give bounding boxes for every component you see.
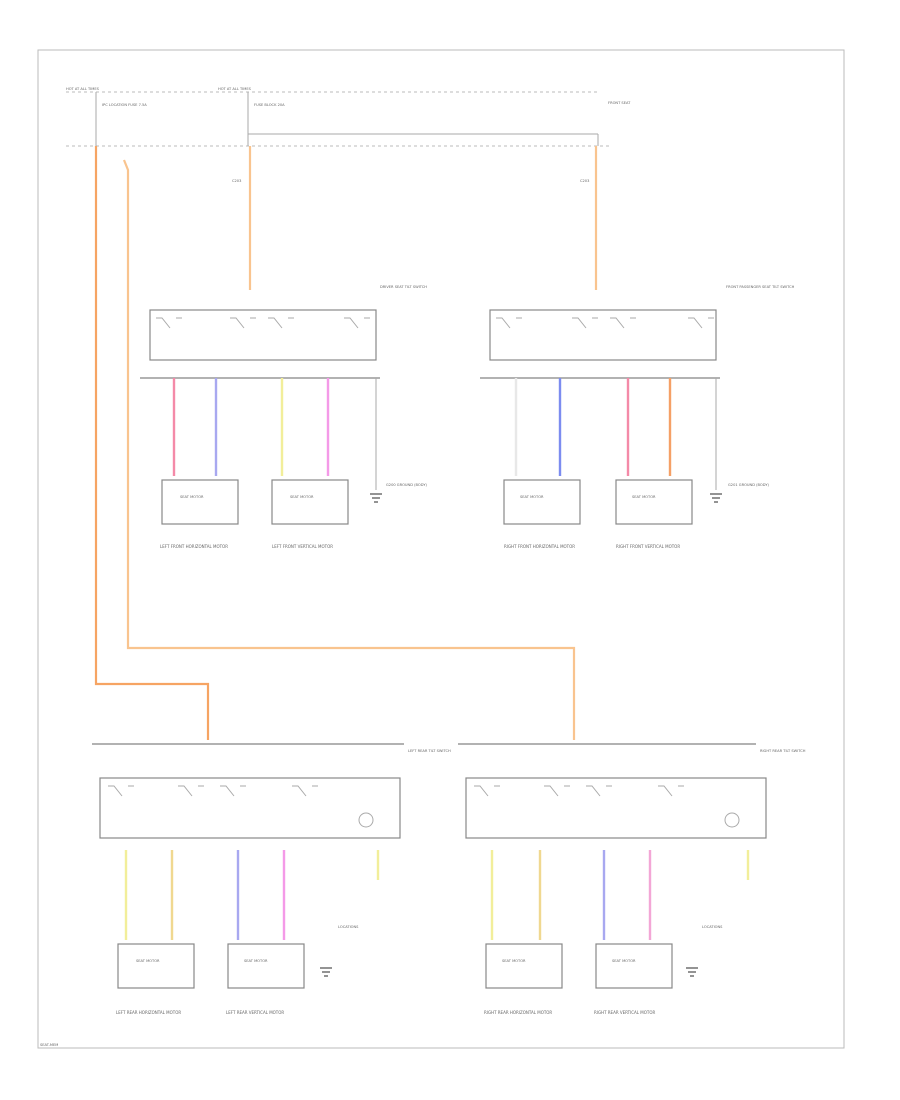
right-rear-locations-label: LOCATIONS: [702, 925, 723, 929]
right-rear-switch-label: RIGHT REAR TILT SWITCH: [760, 749, 806, 753]
driver-switch-body: [149, 309, 377, 361]
switch-contact: [292, 785, 318, 797]
left-rear-ground-symbol: [320, 967, 332, 977]
rr-horizontal-motor: [485, 943, 563, 989]
rf-horizontal-motor: [503, 479, 581, 525]
fuse-block-label-3: FRONT SEAT: [608, 101, 631, 105]
switch-contact: [688, 317, 714, 329]
passenger-switch-body: [489, 309, 717, 361]
passenger-ground-symbol: [710, 493, 722, 503]
switch-contact: [572, 317, 598, 329]
rr-vertical-motor: [595, 943, 673, 989]
lf-vertical-caption: LEFT FRONT VERTICAL MOTOR: [272, 544, 333, 549]
right-rear-switch-body: [465, 777, 767, 839]
passenger-ground-label: G201 GROUND (BODY): [728, 483, 770, 487]
lr-vertical-caption: LEFT REAR VERTICAL MOTOR: [226, 1010, 284, 1015]
rr-vertical-caption: RIGHT REAR VERTICAL MOTOR: [594, 1010, 655, 1015]
lf-horizontal-motor: [161, 479, 239, 525]
fuse-block-label-2: FUSE BLOCK 20A: [254, 103, 285, 107]
left-rear-locations-label: LOCATIONS: [338, 925, 359, 929]
switch-contact: [586, 785, 612, 797]
lf-horizontal-motor-name: SEAT MOTOR: [180, 495, 204, 499]
rf-vertical-motor: [615, 479, 693, 525]
rf-horizontal-caption: RIGHT FRONT HORIZONTAL MOTOR: [504, 544, 575, 549]
switch-contact: [544, 785, 570, 797]
lf-vertical-motor-name: SEAT MOTOR: [290, 495, 314, 499]
diagram-frame: [37, 49, 845, 1049]
left-rear-switch-label: LEFT REAR TILT SWITCH: [408, 749, 451, 753]
footer-label: SEAT-MEM: [40, 1043, 58, 1047]
rr-horizontal-caption: RIGHT REAR HORIZONTAL MOTOR: [484, 1010, 552, 1015]
driver-ground-label: G200 GROUND (BODY): [386, 483, 428, 487]
left-rear-reference-circle: [358, 812, 374, 828]
left-rear-switch-body: [99, 777, 401, 839]
rr-horizontal-motor-name: SEAT MOTOR: [502, 959, 526, 963]
supply-label-1: HOT AT ALL TIMES: [66, 87, 100, 91]
rr-vertical-motor-name: SEAT MOTOR: [612, 959, 636, 963]
supply-label-2: HOT AT ALL TIMES: [218, 87, 252, 91]
lr-horizontal-caption: LEFT REAR HORIZONTAL MOTOR: [116, 1010, 181, 1015]
switch-contact: [230, 317, 256, 329]
rf-vertical-caption: RIGHT FRONT VERTICAL MOTOR: [616, 544, 680, 549]
feed-code-1: C203: [232, 179, 241, 183]
lr-horizontal-motor: [117, 943, 195, 989]
rf-vertical-motor-name: SEAT MOTOR: [632, 495, 656, 499]
rf-horizontal-motor-name: SEAT MOTOR: [520, 495, 544, 499]
lf-vertical-motor: [271, 479, 349, 525]
fuse-block-label-1: IPC LOCATION FUSE 7.5A: [102, 103, 147, 107]
switch-contact: [344, 317, 370, 329]
switch-contact: [474, 785, 500, 797]
wire-right-rear-feed: [122, 159, 576, 740]
lr-vertical-motor-name: SEAT MOTOR: [244, 959, 268, 963]
lf-horizontal-caption: LEFT FRONT HORIZONTAL MOTOR: [160, 544, 228, 549]
wire-left-rear-feed: [94, 146, 210, 740]
feed-code-2: C203: [580, 179, 589, 183]
switch-contact: [658, 785, 684, 797]
lr-vertical-motor: [227, 943, 305, 989]
right-rear-ground-symbol: [686, 967, 698, 977]
switch-contact: [156, 317, 182, 329]
switch-contact: [220, 785, 246, 797]
right-rear-reference-circle: [724, 812, 740, 828]
lr-horizontal-motor-name: SEAT MOTOR: [136, 959, 160, 963]
driver-switch-label: DRIVER SEAT TILT SWITCH: [380, 285, 427, 289]
driver-ground-symbol: [370, 493, 382, 503]
switch-contact: [178, 785, 204, 797]
switch-contact: [108, 785, 134, 797]
passenger-switch-label: FRONT PASSENGER SEAT TILT SWITCH: [726, 285, 795, 289]
switch-contact: [610, 317, 636, 329]
switch-contact: [268, 317, 294, 329]
switch-contact: [496, 317, 522, 329]
